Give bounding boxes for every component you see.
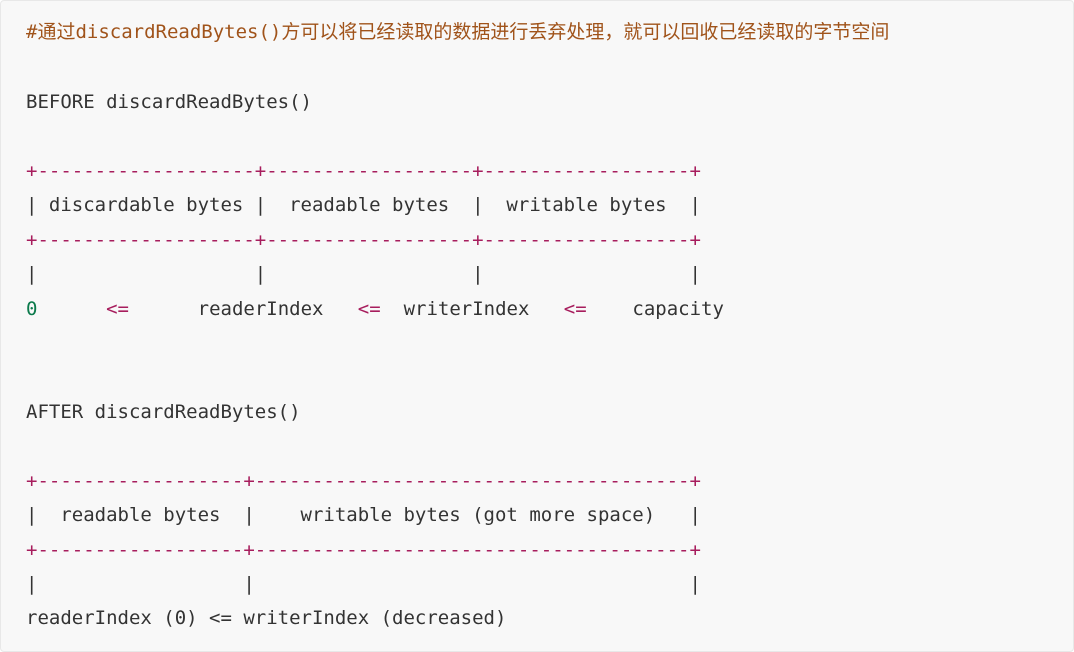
- after-labels-row: | readable bytes | writable bytes (got m…: [26, 504, 701, 526]
- after-border-bottom: +------------------+--------------------…: [26, 539, 701, 561]
- index-op-3: <=: [563, 298, 587, 320]
- after-index-row: readerIndex (0) <= writerIndex (decrease…: [26, 607, 507, 629]
- before-border-bottom: +-------------------+------------------+…: [26, 229, 701, 251]
- index-writer: writerIndex: [403, 298, 530, 320]
- comment-line: #通过discardReadBytes()方可以将已经读取的数据进行丢弃处理，就…: [26, 21, 890, 43]
- index-zero: 0: [26, 298, 38, 320]
- before-labels-row: | discardable bytes | readable bytes | w…: [26, 194, 701, 216]
- after-title: AFTER discardReadBytes(): [26, 401, 301, 423]
- index-op-1: <=: [106, 298, 129, 320]
- before-pipes-row: | | | |: [26, 263, 701, 285]
- before-title: BEFORE discardReadBytes(): [26, 91, 312, 113]
- after-border-top: +------------------+--------------------…: [26, 470, 701, 492]
- index-reader: readerIndex: [197, 298, 324, 320]
- before-border-top: +-------------------+------------------+…: [26, 160, 701, 182]
- after-pipes-row: | | |: [26, 573, 701, 595]
- index-op-2: <=: [357, 298, 381, 320]
- before-index-row: 0 <= readerIndex <= writerIndex <= capac…: [26, 296, 724, 322]
- index-capacity: capacity: [632, 298, 724, 320]
